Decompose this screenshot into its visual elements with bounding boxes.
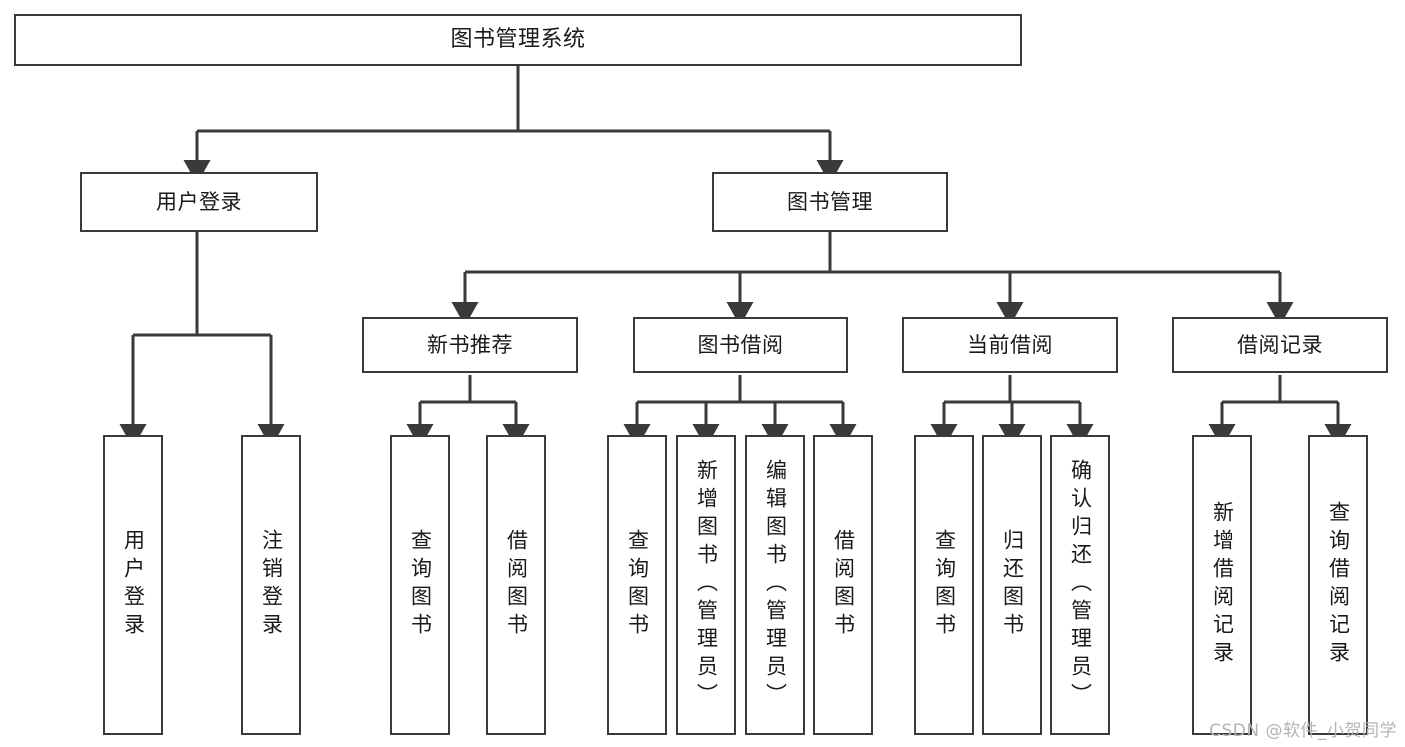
node-user-login-label: 用户登录	[156, 189, 242, 214]
node-book-borrow[interactable]: 图书借阅	[633, 317, 848, 373]
node-leaf-query-record[interactable]: 查询借阅记录	[1308, 435, 1368, 735]
node-leaf-edit-book[interactable]: 编辑图书（管理员）	[745, 435, 805, 735]
node-current-borrow[interactable]: 当前借阅	[902, 317, 1118, 373]
node-leaf-user-login[interactable]: 用户登录	[103, 435, 163, 735]
node-leaf-return-book-label: 归还图书	[1000, 529, 1025, 641]
node-leaf-query-book-1-label: 查询图书	[408, 529, 433, 641]
node-book-manage[interactable]: 图书管理	[712, 172, 948, 232]
node-root[interactable]: 图书管理系统	[14, 14, 1022, 66]
node-leaf-confirm-return-label: 确认归还（管理员）	[1068, 459, 1093, 711]
node-leaf-add-record[interactable]: 新增借阅记录	[1192, 435, 1252, 735]
node-leaf-user-logout-label: 注销登录	[259, 529, 284, 641]
node-root-label: 图书管理系统	[450, 27, 586, 53]
csdn-watermark: CSDN @软件_小贺同学	[1209, 721, 1397, 741]
node-current-borrow-label: 当前借阅	[967, 332, 1053, 357]
node-leaf-confirm-return[interactable]: 确认归还（管理员）	[1050, 435, 1110, 735]
node-borrow-record[interactable]: 借阅记录	[1172, 317, 1388, 373]
node-book-manage-label: 图书管理	[787, 189, 873, 214]
node-new-book-rec[interactable]: 新书推荐	[362, 317, 578, 373]
node-leaf-add-book[interactable]: 新增图书（管理员）	[676, 435, 736, 735]
node-borrow-record-label: 借阅记录	[1237, 332, 1323, 357]
node-leaf-query-book-2-label: 查询图书	[625, 529, 650, 641]
node-leaf-edit-book-label: 编辑图书（管理员）	[763, 459, 788, 711]
node-leaf-user-login-label: 用户登录	[121, 529, 146, 641]
node-user-login[interactable]: 用户登录	[80, 172, 318, 232]
node-leaf-query-book-1[interactable]: 查询图书	[390, 435, 450, 735]
node-leaf-query-record-label: 查询借阅记录	[1326, 501, 1351, 669]
node-leaf-add-record-label: 新增借阅记录	[1210, 501, 1235, 669]
node-leaf-query-book-2[interactable]: 查询图书	[607, 435, 667, 735]
node-leaf-query-book-3-label: 查询图书	[932, 529, 957, 641]
node-book-borrow-label: 图书借阅	[697, 332, 784, 357]
node-leaf-borrow-book-1[interactable]: 借阅图书	[486, 435, 546, 735]
node-new-book-rec-label: 新书推荐	[427, 332, 513, 357]
node-leaf-borrow-book-1-label: 借阅图书	[504, 529, 529, 641]
node-leaf-return-book[interactable]: 归还图书	[982, 435, 1042, 735]
node-leaf-query-book-3[interactable]: 查询图书	[914, 435, 974, 735]
node-leaf-borrow-book-2[interactable]: 借阅图书	[813, 435, 873, 735]
node-leaf-add-book-label: 新增图书（管理员）	[694, 459, 719, 711]
node-leaf-user-logout[interactable]: 注销登录	[241, 435, 301, 735]
node-leaf-borrow-book-2-label: 借阅图书	[831, 529, 856, 641]
